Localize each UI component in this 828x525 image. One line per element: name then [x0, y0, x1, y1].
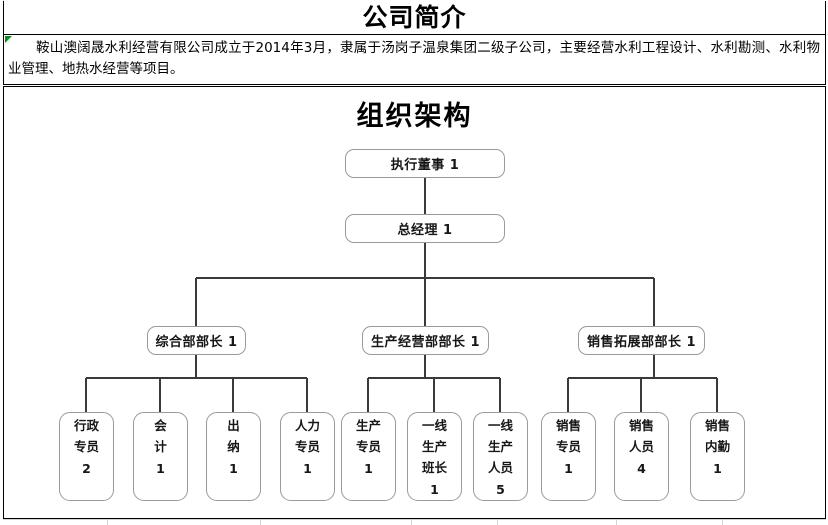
org-node-count: 5: [496, 482, 505, 497]
grid-line: [411, 519, 412, 525]
org-node-line: 生产: [355, 418, 381, 433]
grid-line: [616, 519, 617, 525]
org-node-line: 一线: [421, 418, 447, 433]
org-node-label: 综合部部长 1: [155, 335, 238, 350]
org-node-sales-staff[interactable]: 销售 人员 4: [614, 412, 669, 501]
org-node-line: 人力: [294, 418, 320, 433]
org-node-general-affairs-head[interactable]: 综合部部长 1: [147, 326, 246, 355]
org-node-cashier[interactable]: 出 纳 1: [206, 412, 261, 501]
org-node-line: 销售: [555, 418, 581, 433]
org-node-line: 人员: [628, 439, 654, 454]
org-node-count: 1: [303, 461, 312, 476]
org-node-line: 计: [154, 439, 167, 454]
org-node-count: 1: [430, 482, 439, 497]
org-node-label: 总经理 1: [397, 223, 453, 238]
org-node-count: 1: [364, 461, 373, 476]
org-node-line: 一线: [487, 418, 513, 433]
org-node-general-manager[interactable]: 总经理 1: [345, 214, 505, 243]
org-node-count: 1: [156, 461, 165, 476]
section-title-cell: 公司简介: [3, 1, 826, 34]
org-node-line: 专员: [73, 439, 99, 454]
org-node-executive-director[interactable]: 执行董事 1: [345, 149, 505, 178]
org-node-count: 1: [229, 461, 238, 476]
org-node-label: 销售拓展部部长 1: [586, 335, 697, 350]
grid-line: [107, 519, 108, 525]
org-node-line: 人员: [487, 460, 513, 475]
org-node-admin-specialist[interactable]: 行政 专员 2: [59, 412, 114, 501]
org-node-line: 内勤: [704, 439, 730, 454]
org-node-count: 2: [82, 461, 91, 476]
org-node-hr-specialist[interactable]: 人力 专员 1: [280, 412, 335, 501]
org-node-line: 销售: [628, 418, 654, 433]
org-node-line: 专员: [555, 439, 581, 454]
grid-line: [260, 519, 261, 525]
org-node-line: 会: [154, 418, 167, 433]
company-description-text: 鞍山澳阔晟水利经营有限公司成立于2014年3月，隶属于汤岗子温泉集团二级子公司，…: [8, 40, 820, 77]
company-description-cell[interactable]: 鞍山澳阔晟水利经营有限公司成立于2014年3月，隶属于汤岗子温泉集团二级子公司，…: [3, 34, 826, 85]
org-node-production-specialist[interactable]: 生产 专员 1: [341, 412, 396, 501]
org-node-line: 出: [227, 418, 240, 433]
org-node-line: 行政: [73, 418, 99, 433]
org-node-line: 专员: [355, 439, 381, 454]
org-chart-title: 组织架构: [356, 101, 473, 132]
org-node-frontline-team-leader[interactable]: 一线 生产 班长 1: [407, 412, 462, 501]
org-node-line: 专员: [294, 439, 320, 454]
org-node-production-head[interactable]: 生产经营部部长 1: [362, 326, 489, 355]
grid-line: [722, 519, 723, 525]
grid-line: [3, 519, 826, 520]
org-node-line: 生产: [487, 439, 513, 454]
org-node-frontline-worker[interactable]: 一线 生产 人员 5: [473, 412, 528, 501]
org-node-label: 生产经营部部长 1: [370, 335, 481, 350]
page-title: 公司简介: [362, 3, 467, 32]
org-node-count: 1: [713, 461, 722, 476]
grid-line: [497, 519, 498, 525]
org-node-count: 1: [564, 461, 573, 476]
org-node-sales-specialist[interactable]: 销售 专员 1: [541, 412, 596, 501]
org-node-sales-head[interactable]: 销售拓展部部长 1: [578, 326, 705, 355]
org-node-line: 生产: [421, 439, 447, 454]
org-node-line: 班长: [421, 460, 447, 475]
org-node-line: 纳: [227, 439, 240, 454]
org-node-label: 执行董事 1: [390, 158, 460, 173]
org-node-accountant[interactable]: 会 计 1: [133, 412, 188, 501]
org-node-sales-support[interactable]: 销售 内勤 1: [690, 412, 745, 501]
org-chart-cell: 组织架构: [3, 86, 826, 519]
org-node-count: 4: [637, 461, 646, 476]
org-node-line: 销售: [704, 418, 730, 433]
cell-error-flag-icon: [5, 36, 12, 43]
